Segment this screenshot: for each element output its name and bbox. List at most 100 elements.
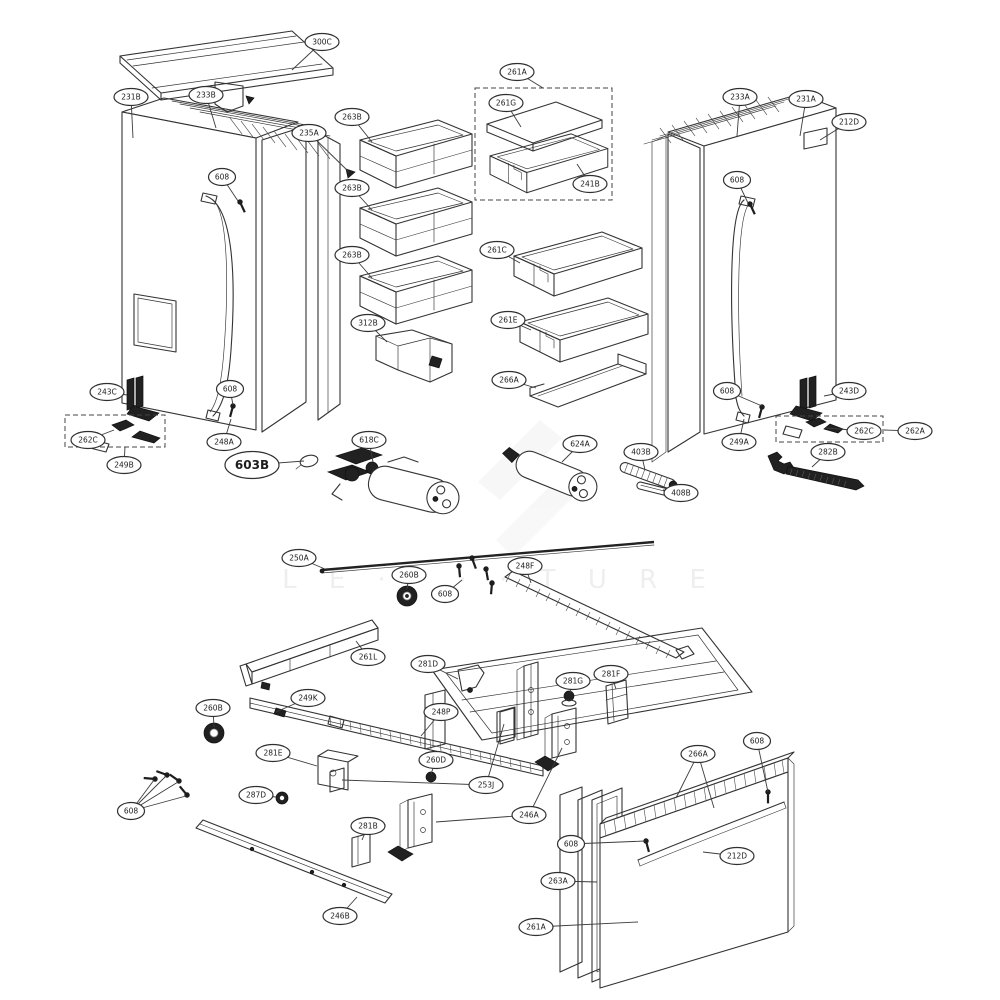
part-number-label: 246A [519,811,539,820]
callout-oval [350,647,386,667]
part-number-label: 212D [727,852,747,861]
drawer-frame-drawing [431,627,753,745]
left-door-drawing [121,97,356,433]
callout-oval [719,846,755,866]
part-number-label: 403B [631,448,650,457]
part-number-label: 248A [214,438,234,447]
callout-oval [623,442,659,462]
callout-608-50: 608 [116,775,187,821]
part-number-label: 233B [196,91,215,100]
part-number-label: 246B [330,912,349,921]
callout-262c-25: 262C [70,429,115,450]
rail-261l-drawing [239,619,379,691]
part-number-label: 608 [750,737,765,746]
callout-281g-42: 281G [555,671,591,694]
part-number-label: 231A [796,95,816,104]
callout-212d-22: 212D [819,112,867,141]
callout-243c-24: 243C [89,382,128,402]
callout-261e-12: 261E [490,310,532,331]
part-number-label: 261C [487,246,507,255]
callout-260d-47: 260D [418,750,454,775]
callout-oval [479,240,515,260]
part-number-label: 608 [720,387,735,396]
callout-oval [490,310,526,330]
part-number-label: 248F [516,562,535,571]
rail-248f-drawing [504,570,695,660]
part-number-label: 281G [563,677,583,686]
callout-608-4: 608 [207,167,239,202]
screws-bottom-left-drawing [142,765,192,800]
callout-261a-58: 261A [518,917,639,937]
callout-231b-1: 231B [113,87,149,139]
callout-oval [831,112,867,132]
callout-oval [499,62,535,82]
door-baskets-drawing [359,119,473,325]
part-number-label: 212D [839,118,859,127]
drawer-handle-groove [637,801,787,867]
roller-260b-bottom-drawing [203,722,225,744]
callout-249k-43: 249K [275,688,326,713]
callout-oval [712,381,742,401]
callout-618c-15: 618C [351,430,387,463]
callout-281b-51: 281B [350,816,386,841]
callout-oval [788,89,824,109]
callout-oval [491,370,527,390]
part-number-label: 260D [426,756,446,765]
callout-oval [281,548,317,568]
callout-oval [322,906,358,926]
callout-oval [304,32,340,52]
callout-oval [70,430,106,450]
callout-oval [831,381,867,401]
callout-oval [722,87,758,107]
callout-oval [116,801,146,821]
part-number-label: 261A [526,923,546,932]
callout-263b-6: 263B [334,178,373,211]
part-number-label: 263B [342,113,361,122]
callout-408b-19: 408B [662,483,699,503]
part-number-label: 261A [507,68,527,77]
callout-oval [224,450,280,480]
callout-261g-9: 261G [488,93,524,128]
part-number-label: 266A [499,376,519,385]
part-number-label: 287D [246,791,266,800]
cylinder-624a-drawing [502,446,598,502]
callout-241b-10: 241B [572,163,608,194]
callout-oval [430,584,460,604]
part-number-label: 300C [312,38,332,47]
bracket-312b-drawing [375,329,453,383]
callout-oval [518,917,554,937]
callout-266a-54: 266A [675,744,716,809]
callout-249b-26: 249B [106,446,142,475]
callout-263b-7: 263B [334,245,373,279]
part-number-label: 263B [342,184,361,193]
callout-oval [255,743,291,763]
callout-oval [721,432,757,452]
knob-287d-drawing [275,791,289,805]
callout-248p-44: 248P [420,702,459,737]
left-door-handle [200,192,234,422]
part-number-label: 231B [121,93,140,102]
callout-300c-0: 300C [291,32,340,71]
callout-oval [468,775,504,795]
callout-261c-11: 261C [479,240,521,264]
callout-oval [418,750,454,770]
cap-281g-drawing [561,690,577,707]
part-number-label: 312B [358,319,377,328]
clip-281d-drawing [457,664,485,693]
callout-243d-31: 243D [823,381,867,401]
callout-oval [206,432,242,452]
part-number-label: 608 [124,807,139,816]
assembly-box-261a-drawing [474,87,613,201]
callout-403b-18: 403B [623,442,659,471]
part-number-label: 260B [399,571,418,580]
callout-253j-48: 253J [341,723,505,795]
callout-oval [555,671,591,691]
callout-oval [188,85,224,105]
callout-oval [556,834,586,854]
callout-261l-39: 261L [350,640,386,667]
part-number-label: 282B [818,448,837,457]
part-number-label: 608 [564,840,579,849]
callout-oval [215,379,245,399]
callout-266a-13: 266A [491,370,537,390]
